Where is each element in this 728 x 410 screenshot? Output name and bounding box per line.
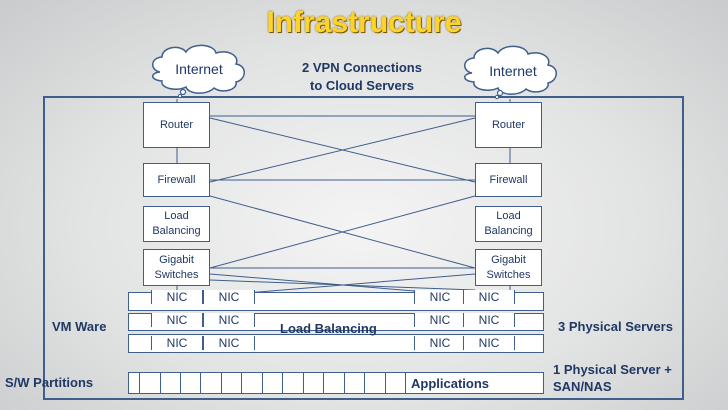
physical-server-line-1: 1 Physical Server +: [553, 362, 672, 377]
partition-divider: [241, 373, 242, 393]
partition-divider: [262, 373, 263, 393]
left-load-balancing-line-1: Load: [164, 210, 189, 222]
left-load-balancing-line-2: Balancing: [152, 225, 201, 237]
left-gigabit-line-1: Gigabit: [159, 253, 194, 266]
cloud-label-right: Internet: [489, 63, 537, 79]
nic-label: NIC: [203, 290, 255, 304]
partition-divider: [282, 373, 283, 393]
physical-server-line-2: SAN/NAS: [553, 379, 612, 394]
partition-divider: [180, 373, 181, 393]
right-gigabit-switches: Gigabit Switches: [475, 249, 542, 286]
sw-partitions-label: S/W Partitions: [5, 375, 94, 390]
partition-divider: [200, 373, 201, 393]
left-gigabit-line-2: Switches: [154, 268, 199, 281]
partition-divider: [344, 373, 345, 393]
cloud-label-left: Internet: [175, 61, 223, 77]
physical-server-san-label: 1 Physical Server + SAN/NAS: [553, 361, 672, 395]
nic-label: NIC: [463, 290, 515, 304]
nic-label: NIC: [463, 313, 515, 327]
partition-divider: [303, 373, 304, 393]
cloud-icon-left: [152, 44, 245, 99]
load-balancing-label: Load Balancing: [280, 321, 377, 336]
cloud-icon-right: [464, 45, 557, 100]
partition-divider: [385, 373, 386, 393]
nic-label: NIC: [414, 290, 466, 304]
right-router: Router: [475, 102, 542, 148]
nic-label: NIC: [151, 336, 203, 350]
outer-frame: [43, 96, 684, 400]
left-firewall: Firewall: [143, 163, 210, 197]
right-gigabit-line-1: Gigabit: [491, 253, 526, 266]
vpn-note-line-1: 2 VPN Connections: [302, 60, 422, 75]
left-gigabit-switches: Gigabit Switches: [143, 249, 210, 286]
nic-label: NIC: [463, 336, 515, 350]
nic-label: NIC: [151, 290, 203, 304]
partition-divider: [160, 373, 161, 393]
left-load-balancing: Load Balancing: [143, 206, 210, 242]
vm-ware-label: VM Ware: [52, 319, 107, 334]
right-firewall: Firewall: [475, 163, 542, 197]
nic-label: NIC: [414, 313, 466, 327]
right-gigabit-line-2: Switches: [486, 268, 531, 281]
page-title: Infrastructure: [266, 6, 462, 39]
right-load-balancing-line-1: Load: [496, 210, 521, 222]
partition-divider: [364, 373, 365, 393]
partition-divider: [221, 373, 222, 393]
right-load-balancing: Load Balancing: [475, 206, 542, 242]
applications-label: Applications: [411, 376, 490, 391]
nic-label: NIC: [151, 313, 203, 327]
partitions-band: [128, 372, 544, 394]
nic-label: NIC: [203, 313, 255, 327]
vpn-note: 2 VPN Connections to Cloud Servers: [282, 59, 442, 95]
vpn-note-line-2: to Cloud Servers: [309, 78, 415, 93]
nic-label: NIC: [203, 336, 255, 350]
left-router: Router: [143, 102, 210, 148]
partition-divider: [323, 373, 324, 393]
nic-label: NIC: [414, 336, 466, 350]
partition-divider: [139, 373, 140, 393]
physical-servers-label: 3 Physical Servers: [558, 319, 673, 334]
right-load-balancing-line-2: Balancing: [484, 225, 533, 237]
partition-divider: [405, 373, 406, 393]
